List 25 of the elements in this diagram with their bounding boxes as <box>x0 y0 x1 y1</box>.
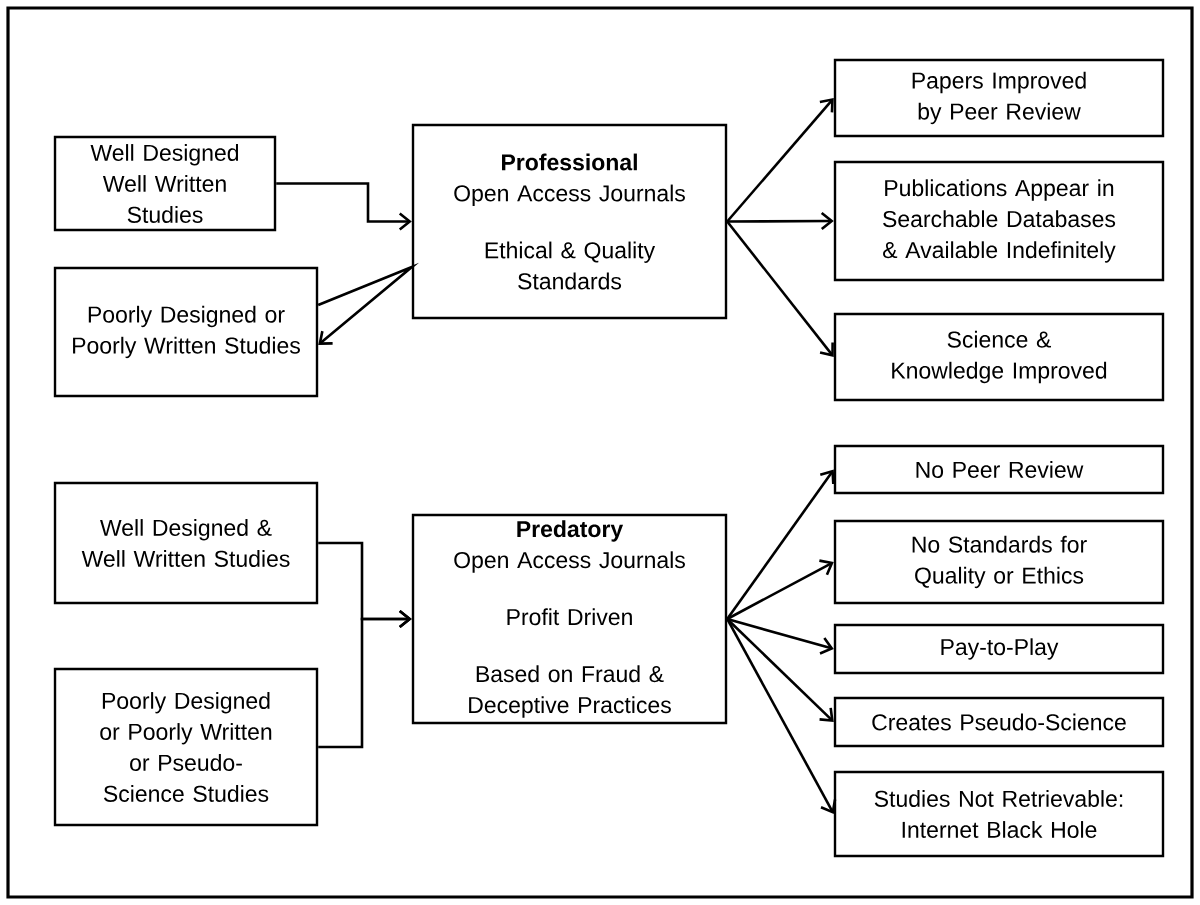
study-box: Well Designed & Well Written Studies <box>53 481 319 605</box>
outcome-box: Studies Not Retrievable: Internet Black Hole <box>833 770 1165 858</box>
study-box: Well Designed Well Written Studies <box>53 135 277 232</box>
arrow <box>276 182 412 231</box>
journal-box: Professional Open Access Journals Ethical & Quality Standards <box>411 123 728 320</box>
study-box: Poorly Designed or Poorly Written Studies <box>53 266 319 398</box>
arrow <box>726 98 834 223</box>
outcome-box: Science & Knowledge Improved <box>833 312 1165 402</box>
outcome-box: Creates Pseudo-Science <box>833 696 1165 748</box>
outcome-box: No Standards for Quality or Ethics <box>833 519 1165 605</box>
outcome-box: No Peer Review <box>833 444 1165 495</box>
arrow <box>726 559 834 621</box>
study-box: Poorly Designed or Poorly Written or Pseudo-Science Studies <box>53 667 319 827</box>
arrow <box>727 212 834 231</box>
outcome-box: Papers Improved by Peer Review <box>833 58 1165 138</box>
outcome-box: Pay-to-Play <box>833 623 1165 675</box>
arrow <box>726 617 834 655</box>
outcome-box: Publications Appear in Searchable Databases & Available Indefinitely <box>833 160 1165 282</box>
arrow <box>726 220 834 357</box>
arrow <box>726 618 834 722</box>
journal-box: Predatory Open Access Journals Profit Driven Based on Fraud & Deceptive Practices <box>411 513 728 725</box>
arrow <box>726 469 835 620</box>
arrow <box>318 610 412 749</box>
arrow <box>726 618 837 814</box>
arrow <box>316 262 420 345</box>
